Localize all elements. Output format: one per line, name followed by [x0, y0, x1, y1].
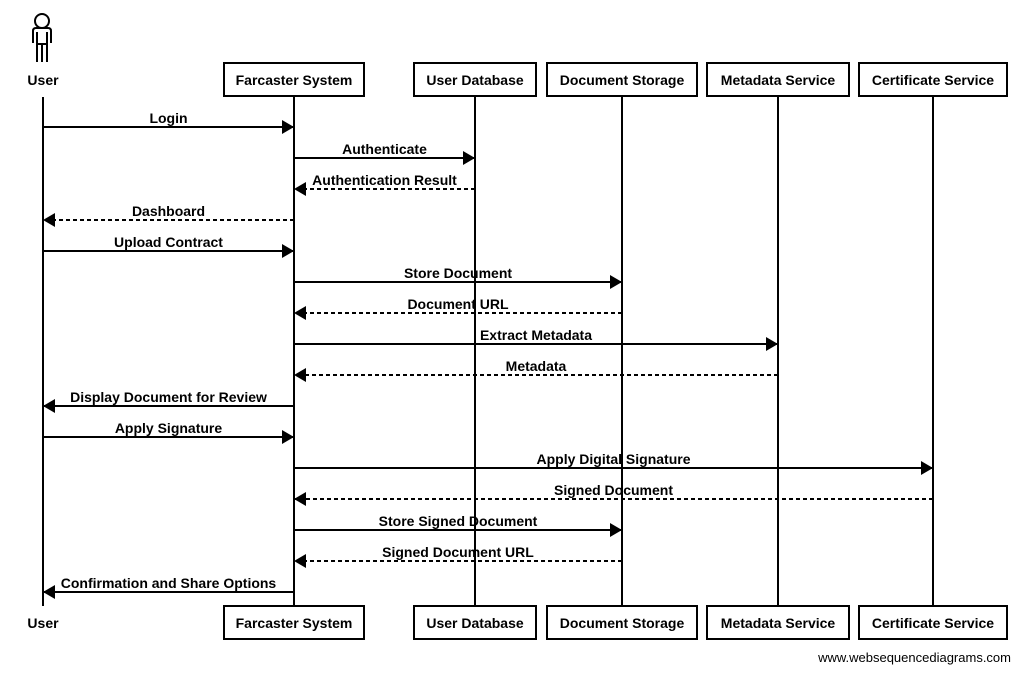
participant-box-metadata-bottom: Metadata Service	[706, 605, 850, 640]
message-display-document-for-review: Display Document for Review	[43, 389, 294, 413]
participant-label-cert-bottom: Certificate Service	[872, 615, 994, 631]
message-label: Extract Metadata	[480, 327, 592, 343]
message-label: Display Document for Review	[70, 389, 267, 405]
participant-label-docstore-bottom: Document Storage	[560, 615, 685, 631]
participant-box-metadata-top: Metadata Service	[706, 62, 850, 97]
message-dashboard: Dashboard	[43, 203, 294, 227]
message-label: Store Signed Document	[379, 513, 538, 529]
message-label: Login	[149, 110, 187, 126]
message-signed-document-url: Signed Document URL	[294, 544, 622, 568]
message-document-url: Document URL	[294, 296, 622, 320]
lifelines	[42, 96, 934, 606]
participant-label-userdb-top: User Database	[426, 72, 523, 88]
message-apply-digital-signature: Apply Digital Signature	[294, 451, 933, 475]
message-upload-contract: Upload Contract	[43, 234, 294, 258]
participant-label-cert-top: Certificate Service	[872, 72, 994, 88]
message-store-document: Store Document	[294, 265, 622, 289]
message-label: Dashboard	[132, 203, 205, 219]
participant-box-docstore-bottom: Document Storage	[546, 605, 698, 640]
message-label: Signed Document URL	[382, 544, 534, 560]
message-store-signed-document: Store Signed Document	[294, 513, 622, 537]
participant-label-farcaster-bottom: Farcaster System	[236, 615, 353, 631]
participant-label-farcaster-top: Farcaster System	[236, 72, 353, 88]
message-authenticate: Authenticate	[294, 141, 475, 165]
message-apply-signature: Apply Signature	[43, 420, 294, 444]
message-metadata: Metadata	[294, 358, 778, 382]
message-login: Login	[43, 110, 294, 134]
message-label: Signed Document	[554, 482, 673, 498]
message-confirmation-and-share-options: Confirmation and Share Options	[43, 575, 294, 599]
message-label: Store Document	[404, 265, 512, 281]
message-extract-metadata: Extract Metadata	[294, 327, 778, 351]
participant-label-docstore-top: Document Storage	[560, 72, 685, 88]
message-label: Document URL	[407, 296, 509, 312]
message-label: Upload Contract	[114, 234, 223, 250]
message-authentication-result: Authentication Result	[294, 172, 475, 196]
participant-label-metadata-top: Metadata Service	[721, 72, 836, 88]
participant-box-docstore-top: Document Storage	[546, 62, 698, 97]
actor-icon	[32, 13, 52, 62]
message-label: Apply Digital Signature	[536, 451, 690, 467]
participant-box-cert-top: Certificate Service	[858, 62, 1008, 97]
participant-label-user-top: User	[27, 72, 59, 88]
participant-box-userdb-top: User Database	[413, 62, 537, 97]
message-signed-document: Signed Document	[294, 482, 933, 506]
watermark-text: www.websequencediagrams.com	[818, 650, 1011, 665]
message-label: Metadata	[506, 358, 567, 374]
participant-box-farcaster-bottom: Farcaster System	[223, 605, 365, 640]
message-label: Apply Signature	[115, 420, 223, 436]
message-label: Confirmation and Share Options	[61, 575, 277, 591]
message-label: Authentication Result	[312, 172, 457, 188]
participant-box-userdb-bottom: User Database	[413, 605, 537, 640]
participant-box-cert-bottom: Certificate Service	[858, 605, 1008, 640]
participant-box-farcaster-top: Farcaster System	[223, 62, 365, 97]
message-label: Authenticate	[342, 141, 427, 157]
participant-label-user-bottom: User	[27, 615, 59, 631]
participant-label-userdb-bottom: User Database	[426, 615, 523, 631]
participant-label-metadata-bottom: Metadata Service	[721, 615, 836, 631]
